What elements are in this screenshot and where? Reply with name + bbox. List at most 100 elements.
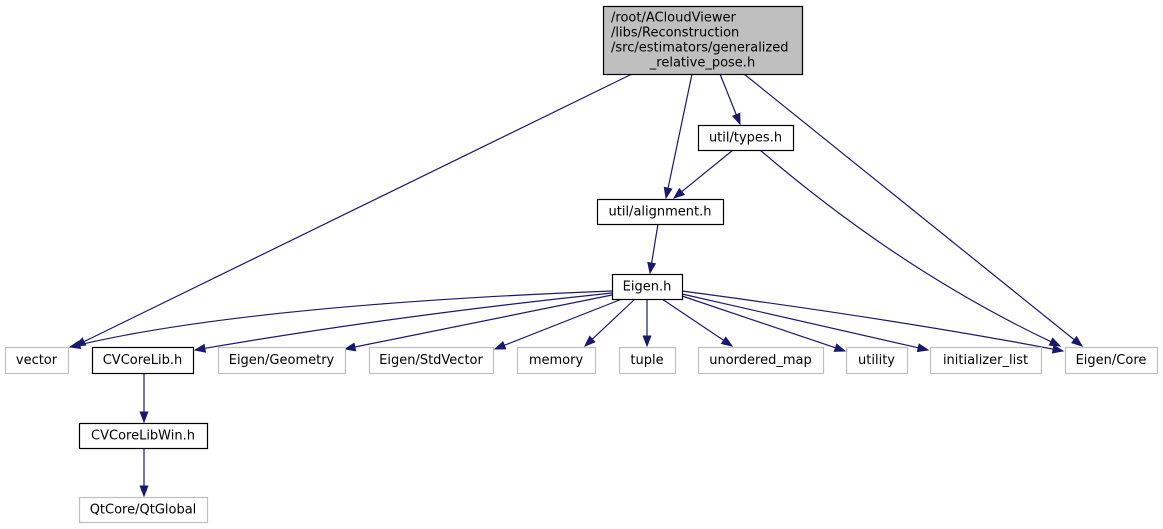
node-box [368,346,495,375]
node-label: Eigen.h [623,280,672,295]
node-eigen[interactable]: Eigen.h [611,273,684,301]
node-label: initializer_list [943,353,1028,368]
arrowhead-icon [647,261,657,275]
node-vector: vector [4,346,70,375]
node-label: /src/estimators/generalized [611,41,789,56]
node-cvcorelib[interactable]: CVCoreLib.h [91,346,195,375]
arrowhead-icon [1070,335,1084,347]
edge-line [79,290,613,346]
edge-root-to-eigencore [743,73,1084,347]
node-box [217,346,347,375]
node-memory: memory [516,346,597,375]
edge-line [681,293,919,349]
edge-line [651,223,659,264]
node-box [845,346,909,375]
edge-eigen-to-utility [681,295,847,352]
edge-types-to-alignment [672,149,734,199]
edge-line [591,298,636,340]
edge-eigen-to-stdvector [493,298,623,350]
arrowhead-icon [139,411,149,424]
arrowhead-icon [193,343,207,353]
node-box [91,346,195,375]
arrowhead-icon [139,485,149,498]
edge-eigen-to-tuple [642,299,652,348]
node-label: unordered_map [709,353,812,368]
node-label: CVCoreLibWin.h [91,429,195,444]
edge-line [204,292,613,349]
node-label: Eigen/Geometry [229,353,335,368]
arrowhead-icon [1048,337,1062,347]
node-box [611,273,684,301]
arrowhead-icon [68,340,82,350]
node-cvcorelibwin[interactable]: CVCoreLibWin.h [78,422,209,450]
edge-line [661,298,725,341]
node-box [4,346,70,375]
node-types[interactable]: util/types.h [697,124,795,152]
node-initializer-list: initializer_list [929,346,1043,375]
edge-eigen-to-memory [583,298,636,347]
edge-root-to-alignment [663,73,693,200]
node-stdvector: Eigen/StdVector [368,346,495,375]
node-geometry: Eigen/Geometry [217,346,347,375]
edge-line [759,149,1052,343]
arrowhead-icon [720,336,734,347]
node-unordered-map: unordered_map [697,346,825,375]
node-utility: utility [845,346,909,375]
arrowhead-icon [916,343,930,353]
edge-root-to-vector [73,73,633,347]
edge-line [681,149,734,193]
edge-line [83,73,633,343]
edge-line [504,298,623,346]
node-label: tuple [630,353,663,368]
node-box [78,496,209,524]
edge-eigen-to-unordered_map [661,298,734,347]
node-box [602,5,804,76]
node-label: QtCore/QtGlobal [90,503,197,518]
arrowhead-icon [663,186,673,200]
node-box [596,198,725,226]
node-box [516,346,597,375]
node-box [929,346,1043,375]
edge-line [719,73,737,115]
arrowhead-icon [731,112,741,126]
arrowhead-icon [343,342,357,352]
arrowhead-icon [642,335,652,348]
node-label: _relative_pose.h [649,56,755,71]
node-box [618,346,677,375]
node-alignment[interactable]: util/alignment.h [596,198,725,226]
node-box [697,124,795,152]
edge-root-to-types [719,73,741,126]
node-tuple: tuple [618,346,677,375]
node-label: memory [529,353,584,368]
node-box [1064,346,1159,375]
edge-line [681,295,836,349]
node-label: util/types.h [709,131,782,146]
arrowhead-icon [833,343,847,352]
edge-eigen-to-initializer_list [681,293,930,353]
node-label: /libs/Reconstruction [611,26,739,41]
edge-eigen-to-cvcorelib [193,292,613,353]
edge-line [354,294,613,348]
edge-cvcorelib-to-cvcorelibwin [139,373,149,424]
node-label: /root/ACloudViewer [611,11,736,26]
edge-line [681,290,1054,350]
edge-eigen-to-geometry [343,294,613,352]
arrowhead-icon [672,187,686,199]
node-label: util/alignment.h [609,205,712,220]
node-label: Eigen/StdVector [379,353,483,368]
node-root[interactable]: /root/ACloudViewer/libs/Reconstruction/s… [602,5,804,76]
node-box [78,422,209,450]
edge-line [743,73,1075,341]
nodes-layer: /root/ACloudViewer/libs/Reconstruction/s… [4,5,1159,524]
arrowhead-icon [1051,344,1065,354]
arrowhead-icon [583,335,596,347]
arrowhead-icon [493,340,507,350]
node-qtglobal: QtCore/QtGlobal [78,496,209,524]
edge-cvcorelibwin-to-qtglobal [139,448,149,498]
node-label: CVCoreLib.h [103,353,183,368]
node-box [697,346,825,375]
edges-layer [68,73,1084,498]
node-label: utility [858,353,895,368]
edge-types-to-eigencore [759,149,1062,347]
